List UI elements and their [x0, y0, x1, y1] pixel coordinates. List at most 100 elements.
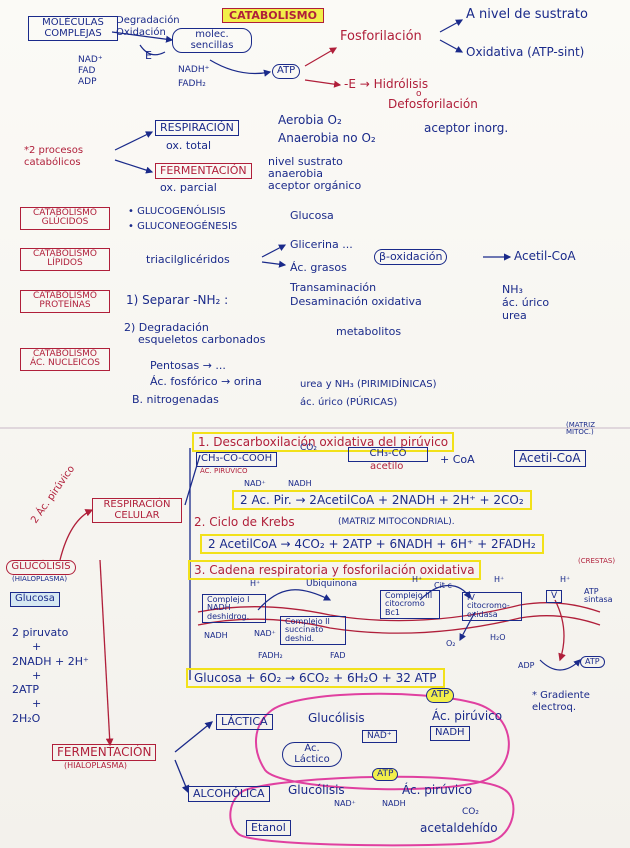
- moleculas-sencillas-box: molec. sencillas: [172, 28, 252, 53]
- eq1: 2 Ac. Pir. → 2AcetilCoA + 2NADH + 2H⁺ + …: [232, 490, 532, 510]
- fermentacion-hialoplasma: (HIALOPLASMA): [64, 761, 127, 770]
- ac-lactico-circle: Ác. Láctico: [282, 742, 342, 767]
- ox-parcial-label: ox. parcial: [160, 181, 217, 194]
- transaminacion: Transaminación: [290, 281, 377, 294]
- moleculas-complejas-box: MOLÉCULAS COMPLEJAS: [28, 16, 118, 41]
- glucolisis-box: GLUCÓLISIS: [6, 560, 76, 575]
- nadh-alcoholica: NADH: [382, 799, 406, 808]
- o2: O₂: [446, 639, 456, 648]
- ac-grasos: Ác. grasos: [290, 261, 347, 274]
- gluconeogenesis: • GLUCONEOGÉNESIS: [128, 221, 238, 232]
- lipidos-box: CATABOLISMO LÍPIDOS: [20, 248, 110, 271]
- nad-chain: NAD⁺: [254, 629, 276, 638]
- complejo1-box: Complejo I NADH deshidrog.: [202, 594, 266, 624]
- gradiente: * Gradiente electroq.: [532, 690, 590, 713]
- ac-urico-purinas: ác. úrico (PÚRICAS): [300, 397, 398, 408]
- ox-total-label: ox. total: [166, 139, 212, 152]
- h-plus-3: H⁺: [494, 575, 505, 584]
- ch3-co-cooh-box: CH₃-CO-COOH: [196, 452, 278, 467]
- title-catabolismo: CATABOLISMO: [222, 8, 324, 23]
- matriz2: (MATRIZ MITOCONDRIAL).: [338, 517, 455, 527]
- lactica-box: LÁCTICA: [216, 714, 273, 730]
- co2-alcoholica: CO₂: [462, 807, 479, 817]
- acetilo-box: CH₃-CO: [348, 447, 428, 462]
- hidrolisis-label: -E → Hidrólisis: [344, 77, 429, 91]
- matriz-mitoc: (MATRIZ MITOC.): [566, 421, 596, 436]
- respiracion-celular-box: RESPIRACIÓN CELULAR: [92, 498, 182, 523]
- eq3: Glucosa + 6O₂ → 6CO₂ + 6H₂O + 32 ATP: [186, 668, 445, 688]
- nad-plus-1: NAD⁺: [244, 479, 266, 488]
- fermentacion-box: FERMENTACIÓN: [155, 163, 252, 179]
- producto-6: 2H₂O: [12, 711, 41, 725]
- nad-lactica: NAD⁺: [362, 730, 397, 744]
- glucolisis-alcoholica: Glucólisis: [288, 783, 345, 797]
- cit-c: Cit c: [434, 581, 452, 590]
- separar-nh2: 1) Separar -NH₂ :: [126, 293, 229, 307]
- atp-sintasa: ATP sintasa: [584, 587, 613, 604]
- ubiquinona: Ubiquinona: [306, 579, 358, 589]
- etanol-box: Etanol: [246, 820, 291, 836]
- ac-fosforico: Ác. fosfórico → orina: [150, 375, 262, 388]
- urea-nh3: urea y NH₃ (PIRIMIDÍNICAS): [300, 379, 437, 390]
- nadh-label: NADH⁺: [178, 65, 210, 75]
- desfosforilacion-label: Defosforilación: [388, 97, 478, 111]
- glucidos-box: CATABOLISMO GLÚCIDOS: [20, 207, 110, 230]
- adp-label: ADP: [78, 77, 97, 87]
- ac-piruvico-alcoholica: Ác. pirúvico: [402, 783, 473, 797]
- fermentacion-box-2: FERMENTACIÓN: [52, 744, 157, 761]
- ac-piruvico-small: ÁC. PIRÚVICO: [200, 467, 248, 475]
- crestas: (CRESTAS): [578, 557, 616, 565]
- acetil-coa-label: Acetil-CoA: [514, 249, 576, 263]
- complejo2-box: Complejo II succinato deshid.: [280, 616, 346, 646]
- degradacion-label: Degradación: [116, 15, 180, 26]
- atp-chain-circle: ATP: [580, 656, 605, 669]
- o-label: o: [416, 89, 422, 99]
- desaminacion: Desaminación oxidativa: [290, 295, 422, 308]
- procesos-label: *2 procesos catabólicos: [24, 145, 84, 168]
- h-plus-1: H⁺: [250, 579, 261, 588]
- co2-1: CO₂: [300, 443, 317, 453]
- aceptor-organico: aceptor orgánico: [268, 179, 362, 192]
- h2o: H₂O: [490, 633, 506, 642]
- nucleicos-box: CATABOLISMO ÁC. NUCLEICOS: [20, 348, 110, 371]
- complejo4-box: IV citocromo-oxidasa: [462, 592, 522, 622]
- pentosas: Pentosas → ...: [150, 359, 226, 372]
- producto-2: 2NADH + 2H⁺: [12, 654, 89, 668]
- paso3-title: 3. Cadena respiratoria y fosforilación o…: [188, 560, 481, 580]
- glucolisis-hialoplasma: (HIALOPLASMA): [12, 575, 68, 583]
- b-nitrogenadas: B. nitrogenadas: [132, 393, 219, 406]
- urea-label: urea: [502, 309, 527, 322]
- esqueletos-carbonados: esqueletos carbonados: [138, 333, 266, 346]
- producto-5: +: [32, 697, 42, 711]
- oxidativa-label: Oxidativa (ATP-sint): [466, 45, 585, 59]
- aerobia-label: Aerobia O₂: [278, 113, 342, 127]
- acetil-coa-box: Acetil-CoA: [514, 450, 586, 467]
- glucogenolisis: • GLUCOGENÓLISIS: [128, 206, 226, 217]
- anaerobia-2: anaerobia: [268, 167, 324, 180]
- nivel-sustrato-2: nivel sustrato: [268, 155, 343, 168]
- h-plus-4: H⁺: [560, 575, 571, 584]
- aceptor-inorg-label: aceptor inorg.: [424, 121, 509, 135]
- fosforilacion-label: Fosforilación: [340, 29, 422, 44]
- glucosa-label: Glucosa: [290, 209, 334, 222]
- atp-lactica: ATP: [426, 688, 455, 703]
- alcoholica-box: ALCOHÓLICA: [188, 786, 270, 802]
- producto-1: +: [32, 640, 42, 654]
- nadh-lactica: NADH: [430, 726, 470, 741]
- acetaldehido: acetaldehído: [420, 821, 498, 835]
- fadh2-label: FADH₂: [178, 79, 206, 89]
- complejo5-box: V: [546, 590, 563, 604]
- eq2: 2 AcetilCoA → 4CO₂ + 2ATP + 6NADH + 6H⁺ …: [200, 534, 544, 554]
- paso1-title: 1. Descarboxilación oxidativa del pirúvi…: [192, 432, 455, 452]
- e-label: E: [145, 49, 152, 62]
- ac-piruvico-lactica: Ác. pirúvico: [432, 709, 503, 723]
- fad-chain: FAD: [330, 651, 346, 660]
- anaerobia-label: Anaerobia no O₂: [278, 131, 376, 145]
- acetilo-label: acetilo: [370, 461, 404, 472]
- glucosa-box: Glucosa: [10, 592, 60, 607]
- fad-label: FAD: [78, 66, 96, 76]
- producto-3: +: [32, 668, 42, 682]
- nad-alcoholica: NAD⁺: [334, 799, 356, 808]
- paso2-title: 2. Ciclo de Krebs: [194, 515, 295, 529]
